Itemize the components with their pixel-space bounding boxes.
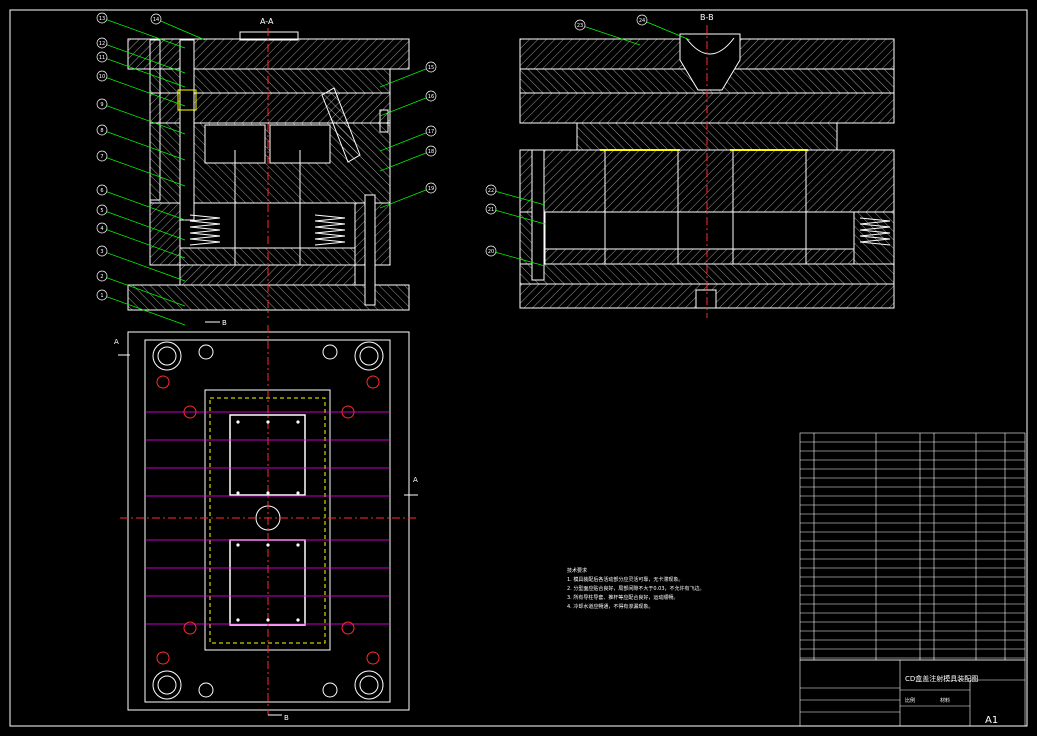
angled-lifter — [321, 87, 361, 163]
callout-20: 20 — [485, 245, 546, 267]
return-spring-left — [189, 214, 221, 246]
scale-label: 比例 — [905, 697, 915, 704]
svg-text:13: 13 — [99, 16, 105, 22]
cooling-channel-left — [149, 39, 161, 201]
callout-16: 16 — [379, 90, 437, 117]
b-ejector-retainer — [544, 248, 855, 265]
svg-text:8: 8 — [100, 128, 103, 134]
svg-text:1: 1 — [100, 293, 103, 299]
notes-line-3: 3. 所有导柱导套、推杆等应配合良好，运动顺畅。 — [567, 594, 678, 601]
section-a-title: A-A — [260, 17, 274, 26]
svg-text:12: 12 — [99, 41, 105, 47]
return-spring-right — [314, 214, 346, 246]
callouts-b: 23 24 22 21 20 — [485, 14, 691, 267]
callout-17: 17 — [379, 125, 437, 152]
title-block — [799, 659, 1026, 727]
callout-4: 4 — [96, 222, 186, 259]
callouts-left: 13 12 11 10 9 8 7 6 5 4 3 2 1 14 — [96, 12, 206, 326]
callout-21: 21 — [485, 203, 546, 225]
svg-text:11: 11 — [99, 55, 105, 61]
parts-list — [799, 432, 1026, 661]
svg-text:16: 16 — [428, 94, 434, 100]
section-b-view: B-B — [519, 13, 895, 318]
b-sprue-channel — [685, 37, 735, 55]
svg-text:20: 20 — [488, 249, 494, 255]
section-b-title: B-B — [700, 13, 714, 22]
notes-line-1: 1. 模具装配后各活动部分应灵活可靠，无卡滞现象。 — [567, 576, 683, 583]
svg-text:7: 7 — [100, 154, 103, 160]
callout-12: 12 — [96, 37, 186, 74]
callout-6: 6 — [96, 184, 186, 221]
svg-text:19: 19 — [428, 186, 434, 192]
callout-18: 18 — [379, 145, 437, 172]
callout-1: 1 — [96, 289, 186, 326]
callouts-right-a: 15 16 17 18 19 — [379, 61, 437, 209]
svg-text:3: 3 — [100, 249, 103, 255]
return-pin — [364, 194, 376, 306]
callout-14: 14 — [150, 13, 206, 41]
svg-text:23: 23 — [577, 23, 583, 29]
marker-a-right: A — [413, 476, 418, 484]
plan-section-markers — [118, 321, 418, 716]
callout-13: 13 — [96, 12, 186, 49]
guide-bush — [177, 89, 197, 111]
svg-text:10: 10 — [99, 74, 105, 80]
b-knockout-hole — [695, 289, 717, 309]
callout-24: 24 — [636, 14, 691, 41]
svg-text:14: 14 — [153, 17, 159, 23]
svg-text:18: 18 — [428, 149, 434, 155]
plan-cooling-channels — [145, 411, 390, 625]
drawing-title: CD盒盖注射模具装配图 — [905, 674, 978, 683]
ejector-bolt-head — [379, 109, 389, 133]
plan-insert-hidden — [209, 397, 326, 644]
callout-15: 15 — [379, 61, 437, 88]
svg-text:22: 22 — [488, 188, 494, 194]
callout-9: 9 — [96, 98, 186, 135]
sprue-locating-ring — [239, 31, 299, 41]
plan-ejector-pins — [236, 420, 300, 622]
svg-text:9: 9 — [100, 102, 103, 108]
notes-heading: 技术要求 — [567, 567, 587, 574]
sheet-size: A1 — [985, 715, 998, 726]
plan-screws — [156, 375, 380, 665]
svg-text:24: 24 — [639, 18, 645, 24]
notes-line-4: 4. 冷却水道应畅通，不得有渗漏现象。 — [567, 603, 653, 610]
marker-b-top: B — [222, 319, 227, 327]
marker-b-bottom: B — [284, 714, 289, 722]
callout-5: 5 — [96, 204, 186, 241]
callout-23: 23 — [574, 19, 641, 46]
material-label: 材料 — [940, 697, 950, 704]
drawing-border — [9, 9, 1028, 727]
notes-line-2: 2. 分型面应贴合良好，局部间隙不大于0.03，不允许有飞边。 — [567, 585, 705, 592]
plan-view: A A B B — [114, 319, 418, 722]
marker-a-left: A — [114, 338, 119, 346]
plan-guide-holes — [152, 341, 384, 700]
callout-8: 8 — [96, 124, 186, 161]
svg-text:2: 2 — [100, 274, 103, 280]
guide-pillar — [179, 39, 195, 221]
svg-text:5: 5 — [100, 208, 103, 214]
svg-text:21: 21 — [488, 207, 494, 213]
callout-2: 2 — [96, 270, 186, 307]
plan-mold-plate — [144, 339, 391, 703]
svg-text:6: 6 — [100, 188, 103, 194]
plan-cavity-upper — [229, 414, 306, 496]
callout-22: 22 — [485, 184, 546, 206]
svg-text:15: 15 — [428, 65, 434, 71]
callout-3: 3 — [96, 245, 186, 282]
b-return-spring — [859, 217, 891, 246]
callout-11: 11 — [96, 51, 186, 88]
spacer-block-left — [149, 202, 181, 266]
b-guide-pillar — [531, 149, 545, 281]
technical-notes: 技术要求 1. 模具装配后各活动部分应灵活可靠，无卡滞现象。 2. 分型面应贴合… — [567, 567, 705, 610]
svg-text:17: 17 — [428, 129, 434, 135]
callout-19: 19 — [379, 182, 437, 209]
section-a-view: A-A — [127, 17, 410, 318]
callout-10: 10 — [96, 70, 186, 107]
svg-text:4: 4 — [100, 226, 103, 232]
callout-7: 7 — [96, 150, 186, 187]
